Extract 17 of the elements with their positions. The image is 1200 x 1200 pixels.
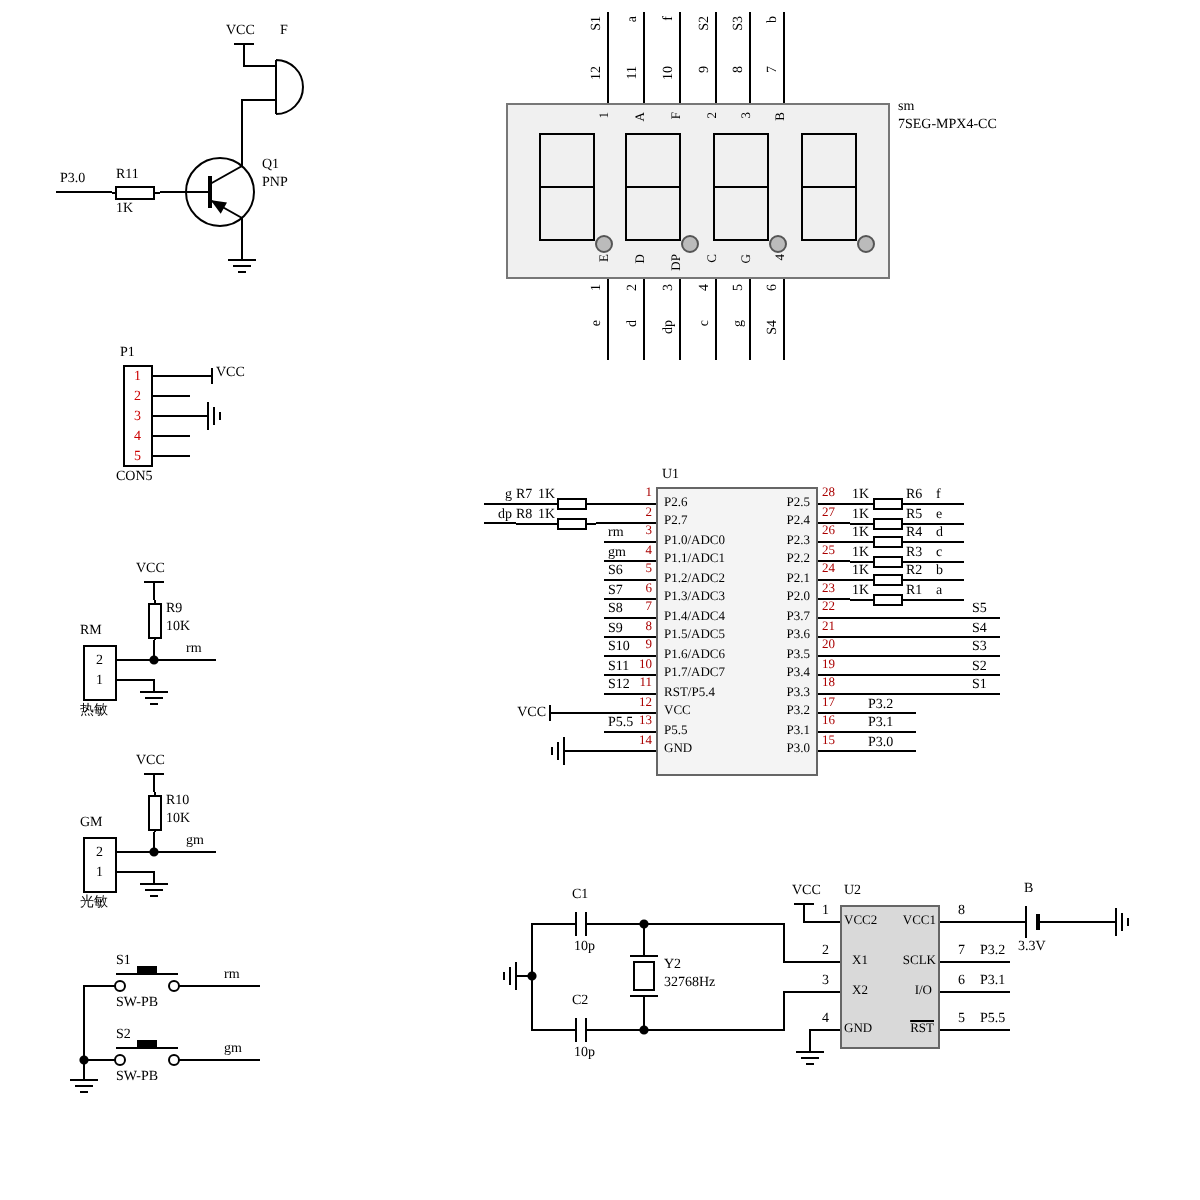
wire	[595, 522, 657, 524]
wire	[83, 985, 111, 1061]
wire	[817, 503, 851, 505]
wire	[817, 598, 851, 600]
wire	[605, 991, 841, 1031]
wire	[127, 639, 155, 661]
wire	[241, 99, 265, 153]
wire	[127, 831, 155, 853]
wire	[595, 503, 657, 505]
wire	[939, 921, 1017, 923]
wire	[605, 923, 841, 963]
wire	[531, 923, 567, 1031]
wire	[817, 579, 851, 581]
wire	[817, 560, 851, 562]
wire	[159, 191, 187, 193]
wire	[817, 541, 851, 543]
wire	[817, 522, 851, 524]
